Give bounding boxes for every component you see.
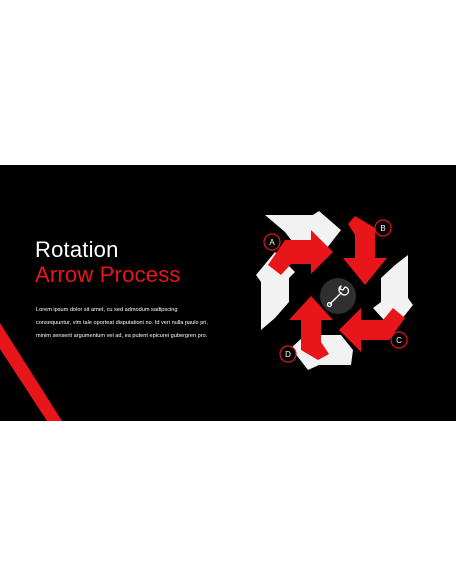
red-diagonal-stripe <box>0 323 62 421</box>
body-paragraph: Lorem ipsum dolor sit amet, cu sed admod… <box>36 307 208 339</box>
arrow-top-right-red <box>343 216 387 285</box>
svg-text:A: A <box>269 238 275 247</box>
step-badge-b: B <box>374 219 392 237</box>
arrow-bottom-right <box>339 308 405 352</box>
svg-text:D: D <box>285 350 291 359</box>
title-line-1: Rotation <box>35 237 119 262</box>
arrow-left <box>256 252 295 330</box>
arrow-right <box>373 255 413 330</box>
svg-text:C: C <box>396 336 402 345</box>
rotation-arrow-diagram: A B C D <box>256 211 413 370</box>
step-badge-a: A <box>263 233 281 251</box>
title-line-2: Arrow Process <box>35 262 181 287</box>
slide: Rotation Arrow Process Lorem ipsum dolor… <box>0 165 456 421</box>
step-badge-c: C <box>390 331 408 349</box>
step-badge-d: D <box>279 345 297 363</box>
arrow-top-left <box>268 230 333 275</box>
wrench-icon <box>326 285 350 308</box>
arrow-bottom-left <box>289 296 333 360</box>
svg-text:B: B <box>380 224 385 233</box>
